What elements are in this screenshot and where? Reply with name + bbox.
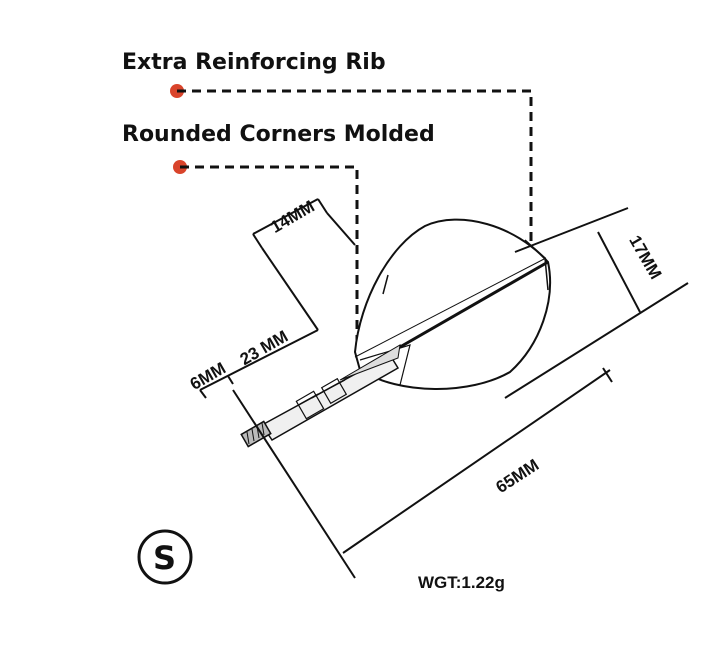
rib-leader-line: [177, 89, 533, 248]
dim-14mm-label: 14MM: [267, 197, 317, 237]
dart-thread: [240, 420, 272, 448]
flight-center-rib-2: [354, 257, 547, 358]
dart-shaft: [260, 344, 401, 441]
size-badge: S: [137, 529, 193, 585]
corners-callout-label: Rounded Corners Molded: [122, 122, 435, 147]
dim-65mm: 65MM: [232, 367, 613, 579]
dim-6mm-label: 6MM: [187, 359, 229, 394]
size-badge-letter: S: [153, 539, 176, 577]
dim-23mm: 23 MM 6MM: [187, 327, 319, 399]
flight-lower-fold: [359, 344, 411, 386]
dim-14mm: 14MM: [252, 197, 356, 331]
corners-leader-line: [180, 165, 359, 352]
dim-65mm-label: 65MM: [492, 455, 542, 497]
flight-inner-rib: [382, 274, 389, 295]
weight-label: WGT:1.22g: [418, 573, 505, 592]
rib-callout-label: Extra Reinforcing Rib: [122, 50, 386, 75]
dim-17mm-label: 17MM: [625, 232, 665, 282]
